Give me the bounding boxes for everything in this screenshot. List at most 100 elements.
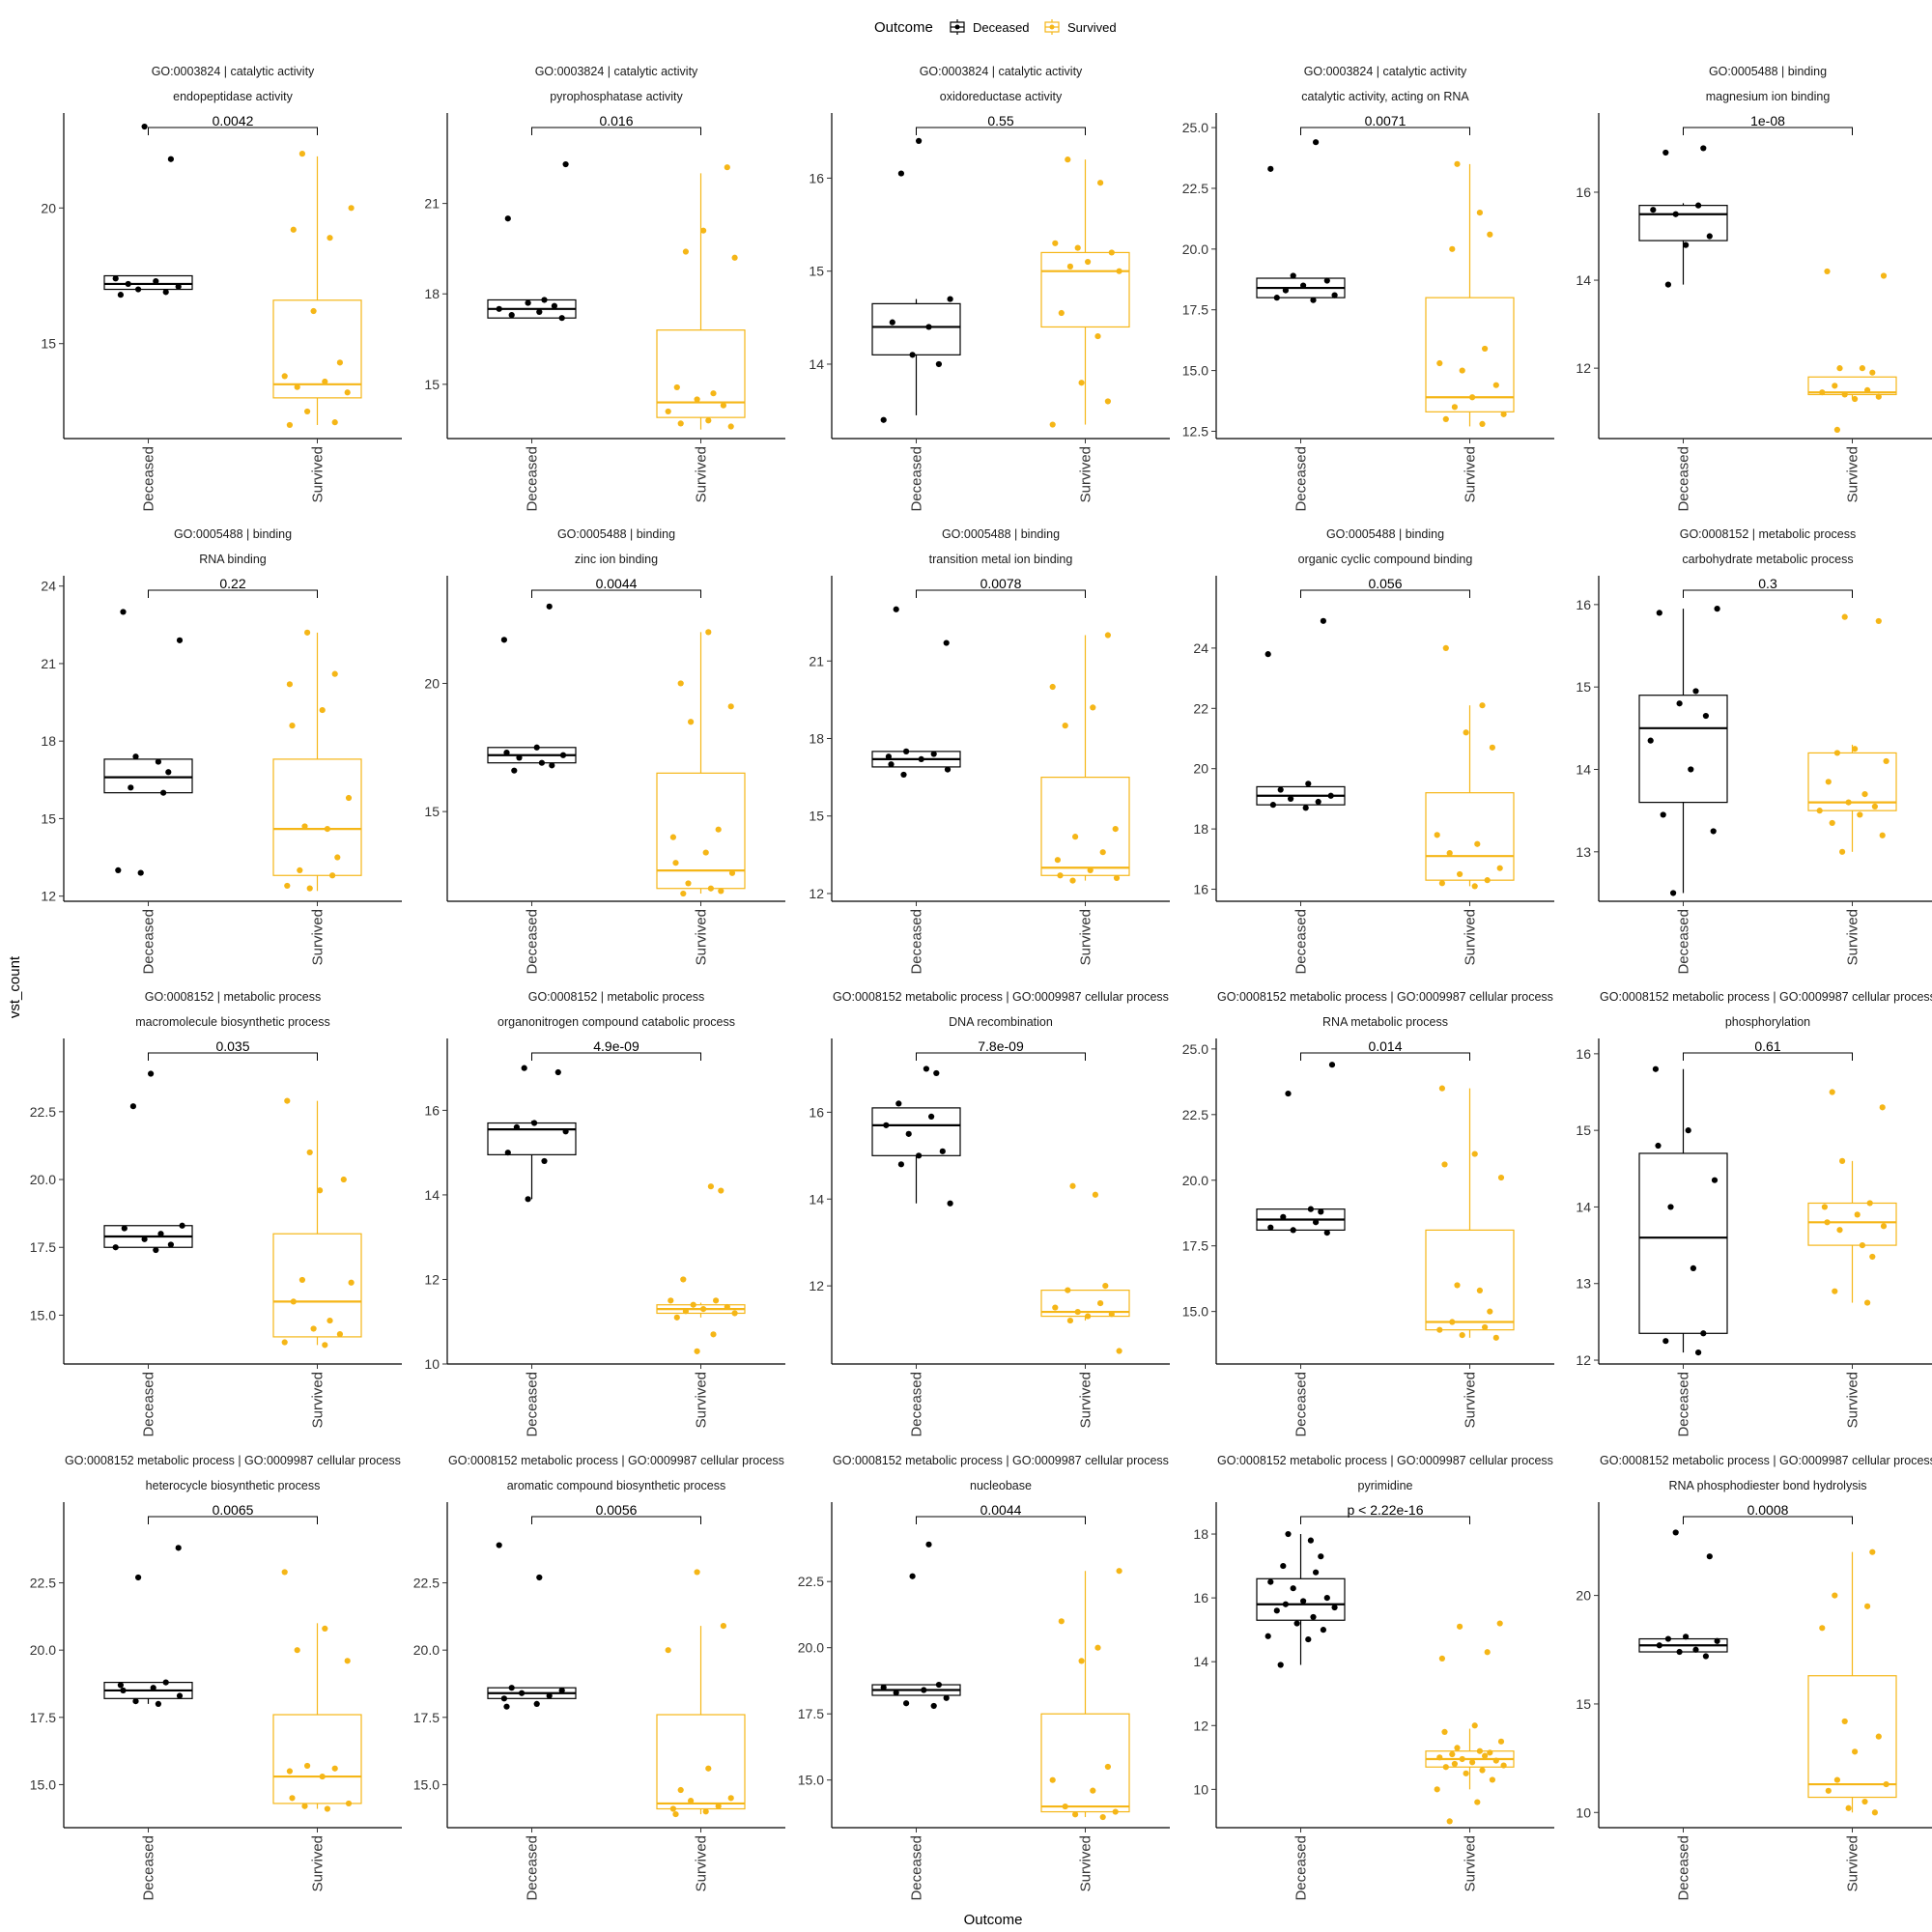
data-point [281,1569,288,1576]
data-point [175,1545,182,1551]
data-point [1112,1808,1119,1815]
box-survived [272,1714,362,1804]
x-tick-label: Survived [1845,1835,1861,1891]
data-point [1441,1728,1448,1735]
data-point [690,1301,696,1308]
data-point [322,1625,328,1633]
data-point [680,1276,687,1283]
data-point [286,1768,293,1775]
data-point [148,1070,155,1077]
data-point [1487,1749,1493,1756]
data-point [1875,1733,1882,1740]
data-point [167,1241,174,1248]
data-point [900,771,907,779]
y-tick-label: 20.0 [30,1642,56,1658]
data-point [1264,651,1271,658]
facet-title-label: nucleobase [970,1479,1032,1492]
y-tick-label: 12.5 [1182,423,1208,439]
data-point [880,1684,887,1690]
facet-category-label: GO:0008152 metabolic process | GO:000998… [1600,1454,1932,1467]
y-tick-label: 14 [809,356,824,372]
data-point [680,890,687,897]
data-point [1652,1065,1659,1072]
x-tick-label: Deceased [525,1835,541,1901]
y-tick-label: 15.0 [1182,363,1208,379]
facet-category-label: GO:0003824 | catalytic activity [1304,65,1467,78]
y-tick-label: 16 [1193,882,1208,897]
data-point [141,123,148,130]
y-tick-label: 16 [1576,597,1591,612]
data-point [1285,1090,1292,1097]
y-tick-label: 18 [809,731,824,747]
data-point [344,389,351,396]
data-point [1496,1620,1503,1627]
data-point [1078,1658,1085,1664]
significance-bracket [148,589,318,598]
data-point [128,784,134,791]
data-point [1072,1811,1079,1818]
y-axis-title: vst_count [7,955,23,1018]
data-point [322,1342,328,1349]
x-tick-label: Survived [310,1372,327,1428]
data-point [909,352,916,358]
data-point [1676,700,1683,707]
facet-title-label: catalytic activity, acting on RNA [1301,90,1469,103]
data-point [1871,803,1878,810]
significance-bracket [1683,1052,1853,1061]
data-point [132,1697,139,1705]
x-tick-label: Survived [1845,446,1861,502]
facet-panel-1: GO:0003824 | catalytic activityendopepti… [41,65,402,512]
data-point [1833,426,1840,433]
x-tick-label: Deceased [141,1372,157,1437]
y-tick-label: 14 [1576,761,1591,777]
data-point [1879,832,1886,838]
data-point [947,1200,953,1207]
data-point [1869,1253,1876,1261]
data-point [705,417,712,424]
data-point [1307,1537,1314,1544]
data-point [1318,1208,1324,1215]
data-point [562,1128,569,1135]
data-point [1869,1548,1876,1555]
facet-title-label: organic cyclic compound binding [1298,553,1473,566]
data-point [1695,1350,1702,1356]
data-point [885,753,893,760]
data-point [176,637,184,643]
data-point [348,205,355,212]
data-point [705,1765,712,1772]
data-point [1833,750,1840,756]
data-point [1692,688,1699,695]
data-point [1685,1127,1691,1134]
data-point [935,1681,943,1689]
data-point [1069,1182,1076,1189]
x-tick-label: Survived [1463,909,1479,965]
y-tick-label: 17.5 [1182,1238,1208,1254]
box-survived [272,758,362,876]
facet-title-label: phosphorylation [1725,1015,1810,1029]
data-point [1313,139,1320,146]
data-point [943,639,950,646]
data-point [1116,1568,1122,1575]
data-point [1097,180,1104,186]
data-point [1700,1330,1707,1337]
x-tick-label: Deceased [525,446,541,512]
box-survived [656,329,746,418]
x-tick-label: Deceased [1676,1372,1692,1437]
box-survived [1425,1229,1515,1331]
data-point [1825,1787,1832,1794]
data-point [1087,867,1094,874]
y-tick-label: 20 [424,675,440,691]
data-point [1706,1553,1713,1560]
data-point [1049,1776,1056,1783]
legend-key-deceased [950,19,965,35]
data-point [310,1325,317,1332]
data-point [1277,786,1284,793]
data-point [1320,617,1326,624]
data-point [682,248,690,255]
data-point [1476,1747,1483,1754]
box-survived [272,1233,362,1338]
data-point [1864,1299,1871,1306]
data-point [536,308,543,316]
x-tick-label: Deceased [1293,446,1310,512]
